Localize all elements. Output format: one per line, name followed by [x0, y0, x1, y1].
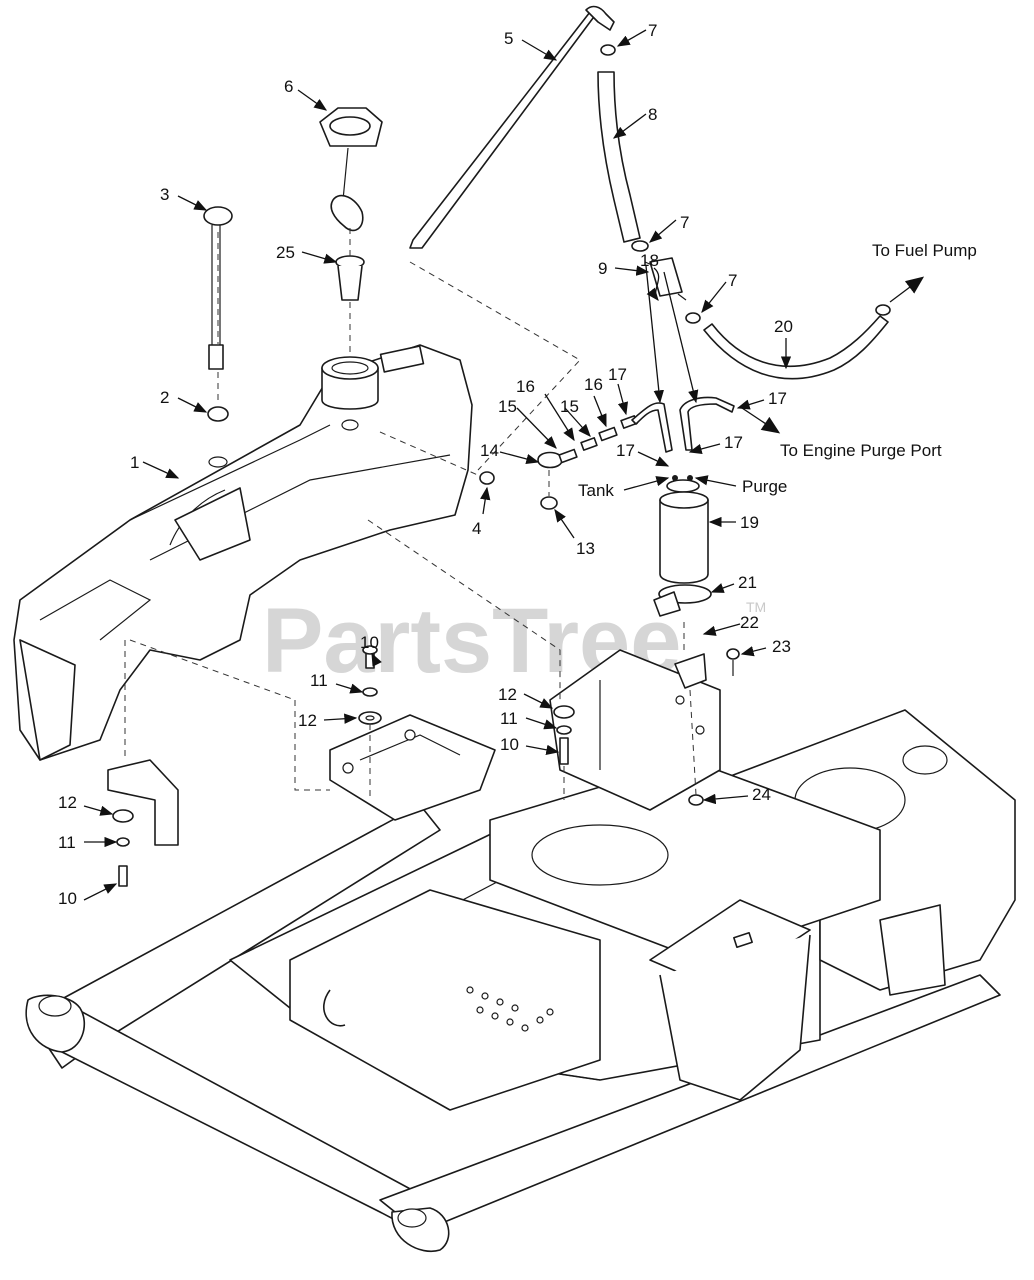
callout-12-right: 12: [498, 685, 517, 704]
callout-7-lower: 7: [728, 271, 737, 290]
callout-5: 5: [504, 29, 513, 48]
callout-20: 20: [774, 317, 793, 336]
callout-21: 21: [738, 573, 757, 592]
canister-bracket: [674, 653, 707, 689]
callout-22: 22: [740, 613, 759, 632]
vent-tube: [409, 11, 597, 249]
callout-9: 9: [598, 259, 607, 278]
vent-sleeve: [335, 255, 365, 301]
fuel-hose: [597, 71, 641, 243]
callout-11-center: 11: [310, 671, 328, 690]
callout-7-top: 7: [648, 21, 657, 40]
screw: [726, 648, 740, 676]
callout-25: 25: [276, 243, 295, 262]
callout-15-b: 15: [560, 397, 579, 416]
purge-tube-left: [631, 402, 673, 453]
nut: [688, 794, 704, 806]
grommet: [207, 406, 229, 422]
fuel-pump-hose: [703, 315, 889, 380]
callout-24: 24: [752, 785, 771, 804]
callout-2: 2: [160, 388, 169, 407]
hose-clamp-pump: [875, 304, 891, 316]
callout-10-center: 10: [360, 633, 379, 652]
callout-17-c: 17: [616, 441, 635, 460]
diagram-notes: To Fuel Pump To Engine Purge Port Tank P…: [578, 241, 977, 500]
callout-14: 14: [480, 441, 499, 460]
callout-11-left: 11: [58, 833, 76, 852]
callout-4: 4: [472, 519, 481, 538]
charcoal-canister: [659, 475, 709, 584]
fuel-gauge-sender: [203, 206, 233, 370]
deck-hole-pattern: [466, 986, 554, 1032]
callout-6: 6: [284, 77, 293, 96]
vent-elbow: [585, 5, 615, 31]
watermark-tm: TM: [746, 599, 766, 615]
callout-12-left: 12: [58, 793, 77, 812]
callout-12-center: 12: [298, 711, 317, 730]
note-purge-port: Purge: [742, 477, 787, 496]
push-nut: [479, 471, 495, 485]
callout-leaders: [83, 29, 925, 901]
callout-17-d: 17: [724, 433, 743, 452]
callout-1: 1: [130, 453, 139, 472]
chassis-frame: [25, 649, 1016, 1252]
callout-15-a: 15: [498, 397, 517, 416]
purge-tube-right: [679, 396, 735, 451]
hardware-stack-right: [553, 705, 575, 765]
note-to-fuel-pump: To Fuel Pump: [872, 241, 977, 260]
callout-labels: 1 2 3 4 5 6 7 7 7 8 9 10 10 10 11 11 11 …: [58, 21, 793, 908]
note-tank-port: Tank: [578, 481, 614, 500]
fuel-tank: [13, 344, 473, 761]
callout-7-mid: 7: [680, 213, 689, 232]
callout-18: 18: [640, 251, 659, 270]
canister-clamp: [653, 584, 712, 617]
callout-8: 8: [648, 105, 657, 124]
note-to-engine-purge-port: To Engine Purge Port: [780, 441, 942, 460]
callout-10-right: 10: [500, 735, 519, 754]
callout-11-right: 11: [500, 709, 518, 728]
hose-clamp-top: [600, 44, 616, 56]
callout-16-a: 16: [516, 377, 535, 396]
callout-23: 23: [772, 637, 791, 656]
callout-3: 3: [160, 185, 169, 204]
callout-19: 19: [740, 513, 759, 532]
callout-13: 13: [576, 539, 595, 558]
fuel-cap: [319, 107, 383, 232]
callout-17-a: 17: [608, 365, 627, 384]
hose-clamp-lower: [685, 312, 701, 324]
hardware-stack-left: [112, 809, 134, 887]
hose-clamp-mid: [631, 240, 649, 252]
callout-10-left: 10: [58, 889, 77, 908]
callout-16-b: 16: [584, 375, 603, 394]
assembly-guide-lines: [124, 228, 697, 800]
callout-17-b: 17: [768, 389, 787, 408]
